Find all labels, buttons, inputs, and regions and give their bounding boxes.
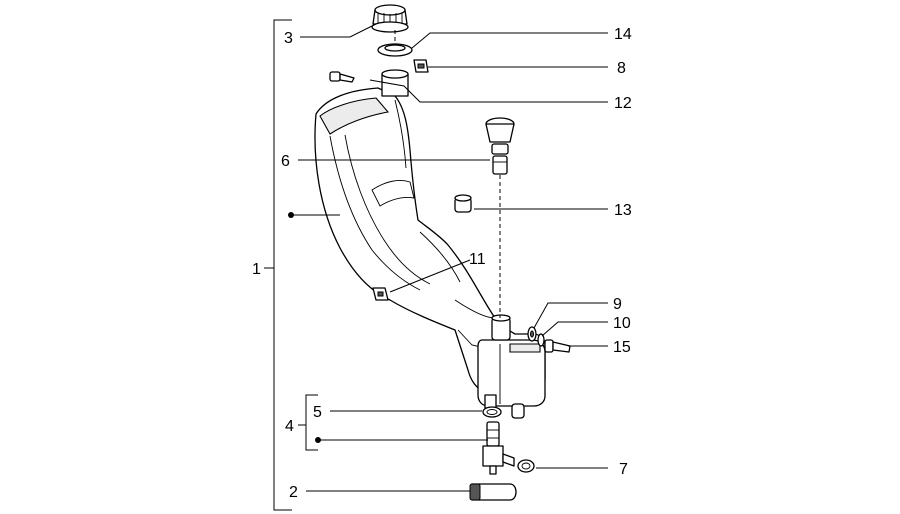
leader-11 — [389, 259, 471, 293]
clip-nut-11 — [372, 287, 389, 301]
clip-nut-8 — [413, 59, 429, 73]
callout-12: 12 — [614, 95, 632, 112]
callout-4: 4 — [285, 418, 294, 435]
callout-1: 1 — [252, 261, 261, 278]
bolt-top — [329, 71, 355, 83]
hose-clip-7 — [517, 459, 535, 473]
callout-10: 10 — [613, 315, 631, 332]
assembly-bracket-4 — [298, 394, 318, 451]
leader-9 — [533, 302, 608, 329]
callout-15: 15 — [613, 339, 631, 356]
washer-10 — [537, 333, 545, 347]
callout-2: 2 — [289, 484, 298, 501]
callout-13: 13 — [614, 202, 632, 219]
callout-7: 7 — [619, 461, 628, 478]
filler-gasket — [377, 43, 413, 57]
leader-lines — [292, 23, 608, 492]
callout-11: 11 — [469, 251, 486, 268]
callout-9: 9 — [613, 296, 622, 313]
fuel-tank — [314, 69, 546, 419]
grommet-13 — [454, 194, 472, 213]
callout-8: 8 — [617, 60, 626, 77]
vent-plug-6 — [485, 117, 515, 175]
hose-clamp-2 — [469, 483, 517, 501]
dot-marker-4 — [315, 437, 321, 443]
leader-10 — [541, 321, 608, 337]
washer-9 — [527, 326, 537, 342]
fuel-tap — [482, 421, 515, 475]
screw-15 — [544, 339, 571, 353]
leader-14 — [411, 32, 608, 49]
callout-5: 5 — [313, 404, 322, 421]
assembly-bracket-1 — [264, 19, 292, 511]
leader-3 — [300, 23, 377, 38]
o-ring-5 — [482, 406, 502, 418]
callout-3: 3 — [284, 30, 293, 47]
filler-cap — [371, 4, 409, 33]
callout-6: 6 — [281, 153, 290, 170]
dot-marker-1 — [288, 212, 294, 218]
leader-12 — [369, 79, 608, 103]
callout-14: 14 — [614, 26, 632, 43]
